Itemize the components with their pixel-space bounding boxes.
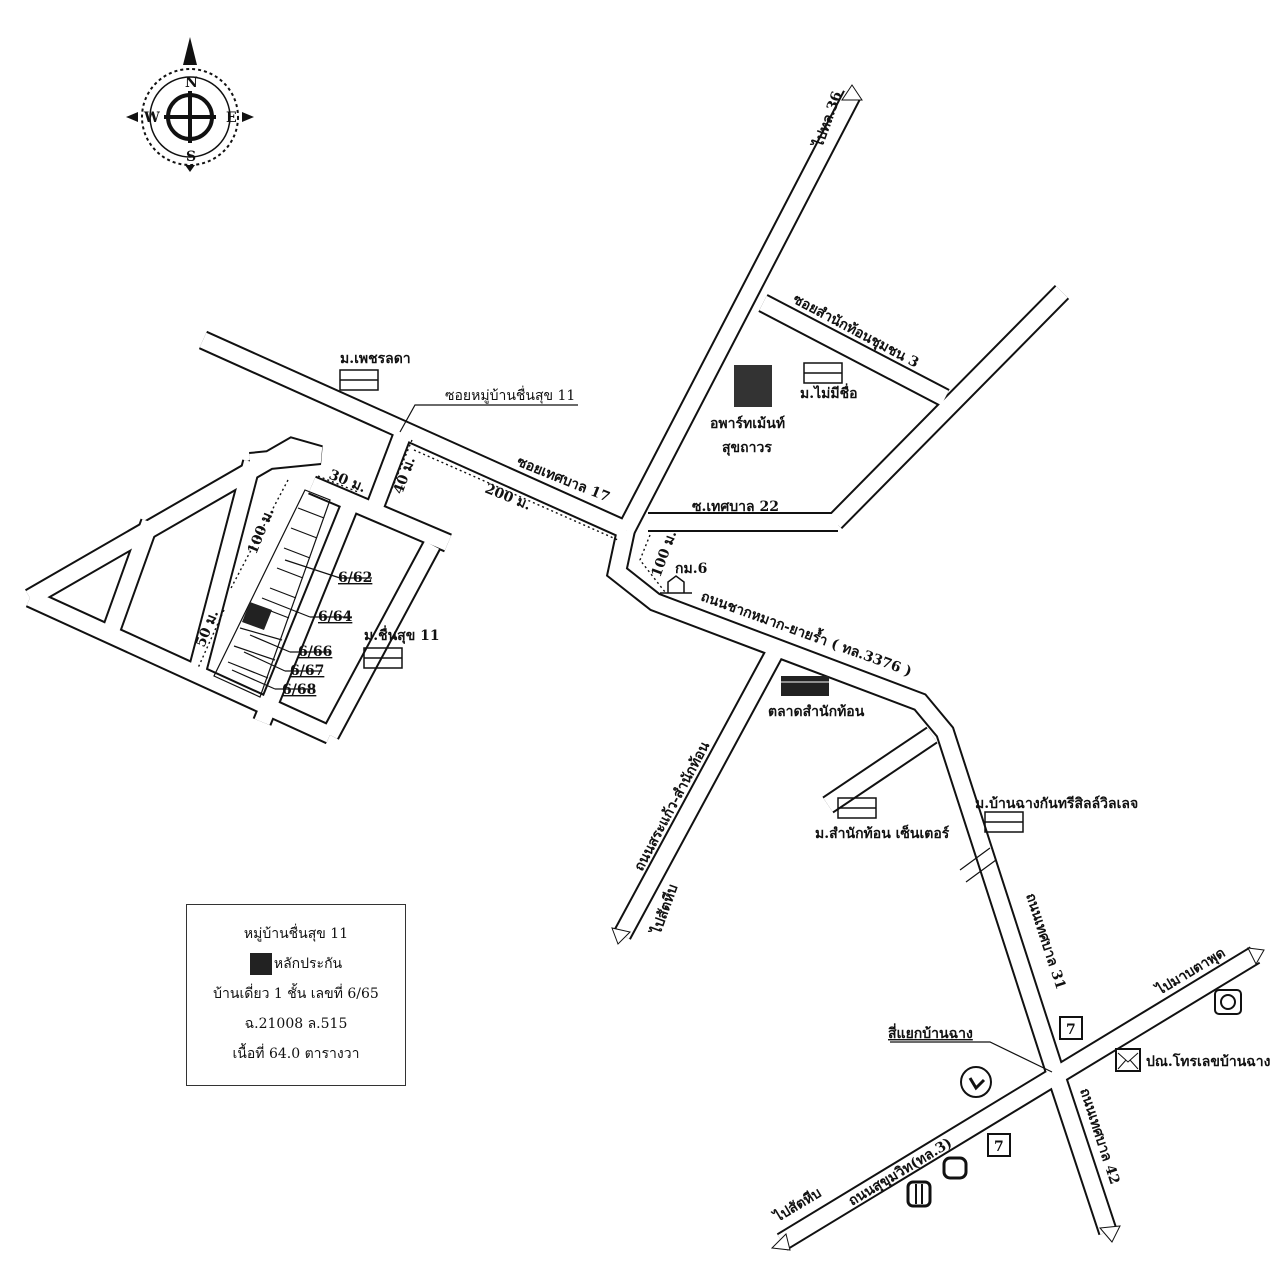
place-label: ม.สำนักท้อน เซ็นเตอร์ [815,824,950,842]
place-label: สุขถาวร [722,440,772,456]
bank-logo-icon [942,1156,968,1180]
lot-label: 6/62 [338,570,372,586]
lot-block [213,489,331,698]
arrow-end-icon [1247,947,1265,966]
road-label: ซ.เทศบาล 22 [692,499,779,515]
legend-collateral: หลักประกัน [187,953,405,975]
place-label: อพาร์ทเม้นท์ [710,415,785,432]
place-label: ม.เพชรลดา [340,351,411,367]
compass-east: E [226,110,237,126]
svg-text:7: 7 [994,1139,1004,1155]
bank-kbank-icon [960,1066,992,1098]
compass-north: N [185,75,198,91]
lot-label: 6/68 [282,682,316,698]
lot-label: 6/67 [290,663,324,679]
legend-house: บ้านเดี่ยว 1 ชั้น เลขที่ 6/65 [213,986,379,1002]
intersection-label: สี่แยกบ้านฉาง [888,1023,973,1042]
collateral-lot [242,602,272,630]
mail-icon [1115,1048,1141,1072]
compass-west: W [143,110,160,126]
compass-icon: N S E W [126,37,254,172]
apartment-icon [734,365,772,407]
legend-collateral-label: หลักประกัน [273,956,343,972]
lot-leader-lines [231,559,372,690]
dimension-lines [197,439,666,669]
arrow-end-icon [1098,1225,1121,1243]
km-marker-icon [660,575,692,594]
seven-eleven-icon: 7 [1059,1016,1083,1040]
place-label: ตลาดสำนักท้อน [768,704,865,720]
village-icon [339,362,1024,833]
svg-text:7: 7 [1066,1022,1076,1038]
distance-label: 100 ม. [245,506,278,557]
road-label: ซอยหมู่บ้านชื่นสุข 11 [445,386,575,404]
arrow-end-icon [770,1233,791,1251]
compass-south: S [186,149,196,165]
arrow-end-icon [611,927,631,945]
market-icon [781,676,829,696]
seven-eleven-icon: 7 [987,1133,1011,1157]
lot-label: 6/66 [298,644,332,660]
place-label: ม.ชื่นสุข 11 [364,625,440,644]
place-label: ม.บ้านฉางกันทรีสิลล์วิลเลจ [975,795,1138,812]
bank-icon [1214,989,1242,1015]
arrow-end-icon [841,84,863,101]
place-label: ม.ไม่มีชื่อ [800,383,858,402]
place-label: ปณ.โทรเลขบ้านฉาง [1146,1052,1271,1070]
collateral-swatch [249,953,272,975]
legend-title: หมู่บ้านชื่นสุข 11 [243,926,349,942]
road-network [25,84,1265,1251]
road-label: ถนนสุขุมวิท(ทล.3) [846,1135,955,1209]
legend-area: เนื้อที่ 64.0 ตารางวา [232,1046,360,1062]
legend-box: หมู่บ้านชื่นสุข 11 หลักประกัน บ้านเดี่ยว… [186,904,406,1086]
bank-logo-icon [906,1180,932,1208]
legend-deed: ฉ.21008 ล.515 [244,1016,348,1032]
place-label: กม.6 [675,561,707,577]
lot-label: 6/64 [318,609,353,625]
